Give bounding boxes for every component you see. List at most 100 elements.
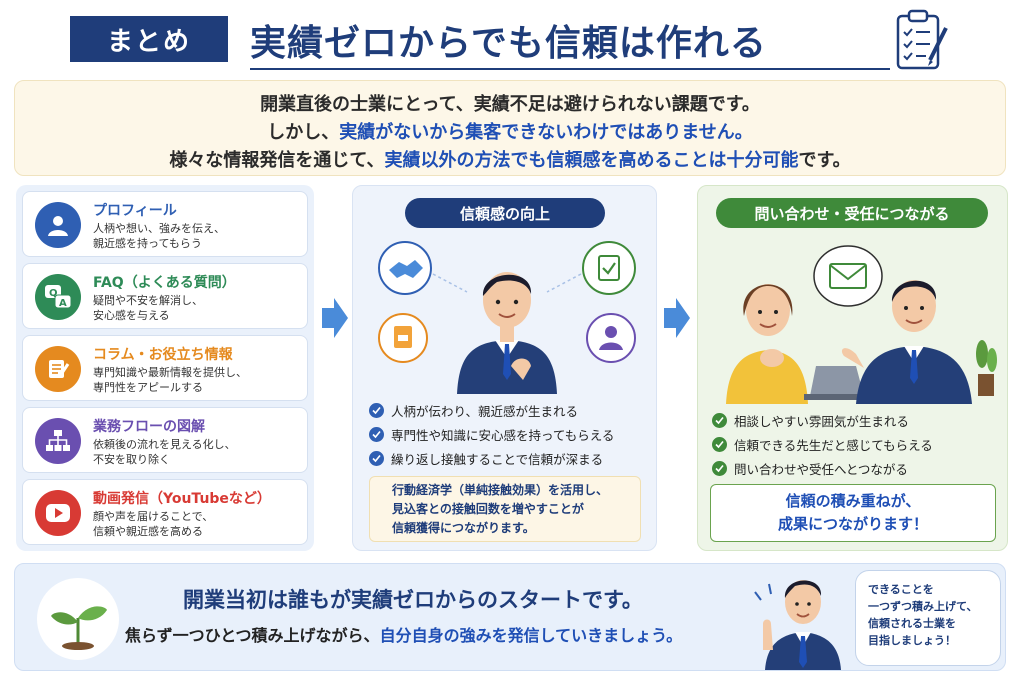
check-text: 繰り返し接触することで信頼が深まる	[391, 451, 604, 467]
method-title: FAQ（よくある質問）	[93, 275, 236, 291]
method-item-video: 動画発信（YouTubeなど） 顔や声を届けることで、信頼や親近感を高める	[22, 479, 308, 545]
arrow-right-icon	[322, 298, 348, 338]
method-item-column: コラム・お役立ち情報 専門知識や最新情報を提供し、専門性をアピールする	[22, 335, 308, 401]
inquiry-pill: 問い合わせ・受任につながる	[716, 198, 988, 228]
check-icon	[712, 460, 727, 476]
method-title: 動画発信（YouTubeなど）	[93, 491, 271, 507]
check-item: 相談しやすい雰囲気が生まれる	[712, 408, 933, 432]
method-title: コラム・お役立ち情報	[93, 347, 233, 363]
method-desc-line: 信頼や親近感を高める	[93, 525, 203, 538]
intro-line-1: 開業直後の士業にとって、実績不足は避けられない課題です。	[15, 91, 1005, 119]
trust-panel: 信頼感の向上	[352, 185, 657, 551]
method-desc-line: 不安を取り除く	[93, 453, 170, 466]
bubble-line: 目指しましょう！	[868, 634, 956, 647]
clipboard-checklist-icon	[896, 9, 948, 70]
method-desc: 疑問や不安を解消し、安心感を与える	[93, 293, 203, 323]
method-desc: 人柄や想い、強みを伝え、親近感を持ってもらう	[93, 221, 225, 251]
document-icon	[378, 313, 428, 363]
handshake-icon	[378, 241, 432, 295]
profile-user-icon	[35, 202, 81, 248]
note-line: 見込客との接触回数を増やすことが	[392, 502, 584, 516]
potted-plant-illustration	[976, 340, 997, 396]
check-icon	[712, 436, 727, 452]
intro-line-2-pre: しかし、	[267, 122, 340, 143]
method-desc-line: 安心感を与える	[93, 309, 170, 322]
check-text: 相談しやすい雰囲気が生まれる	[734, 413, 909, 429]
woman-client-illustration	[726, 284, 808, 404]
title-underline	[250, 68, 890, 70]
header: まとめ 実績ゼロからでも信頼は作れる	[70, 12, 890, 70]
businessman-illustration	[457, 272, 557, 394]
intro-line-3-post: です。	[798, 150, 851, 171]
behavioral-economics-note: 行動経済学（単純接触効果）を活用し、 見込客との接触回数を増やすことが 信頼獲得…	[369, 476, 641, 542]
check-item: 専門性や知識に安心感を持ってもらえる	[369, 422, 614, 446]
trust-checklist: 人柄が伝わり、親近感が生まれる 専門性や知識に安心感を持ってもらえる 繰り返し接…	[369, 398, 614, 470]
method-desc-line: 依頼後の流れを見える化し、	[93, 438, 236, 451]
sprout-icon	[37, 578, 119, 660]
svg-text:A: A	[59, 298, 67, 309]
person-icon	[586, 313, 636, 363]
closing-message-highlight: 自分自身の強みを発信していきましょう。	[379, 626, 683, 645]
method-title: プロフィール	[93, 203, 177, 219]
closing-message: 焦らず一つひとつ積み上げながら、自分自身の強みを発信していきましょう。	[125, 622, 682, 646]
svg-text:Q: Q	[49, 288, 58, 299]
method-desc-line: 顔や声を届けることで、	[93, 510, 214, 523]
check-text: 人柄が伝わり、親近感が生まれる	[391, 403, 579, 419]
page-title: 実績ゼロからでも信頼は作れる	[250, 23, 767, 64]
note-line: 行動経済学（単純接触効果）を活用し、	[392, 483, 609, 497]
intro-line-2: しかし、実績がないから集客できないわけではありません。	[15, 119, 1005, 147]
summary-badge: まとめ	[70, 16, 228, 62]
consultation-illustration	[726, 245, 997, 404]
check-text: 専門性や知識に安心感を持ってもらえる	[391, 427, 615, 443]
method-item-workflow: 業務フローの図解 依頼後の流れを見える化し、不安を取り除く	[22, 407, 308, 473]
check-icon	[712, 412, 727, 428]
trust-pill: 信頼感の向上	[405, 198, 605, 228]
workflow-diagram-icon	[35, 418, 81, 464]
check-text: 問い合わせや受任へとつながる	[734, 461, 908, 477]
mail-icon	[813, 245, 883, 307]
check-icon	[369, 402, 384, 418]
inquiry-panel: 問い合わせ・受任につながる	[697, 185, 1008, 551]
method-desc-line: 疑問や不安を解消し、	[93, 294, 203, 307]
note-line: 成果につながります！	[777, 515, 928, 533]
intro-line-3-pre: 様々な情報発信を通じて、	[169, 150, 385, 171]
pointing-businessman-illustration	[754, 580, 841, 670]
check-item: 繰り返し接触することで信頼が深まる	[369, 446, 614, 470]
method-desc: 専門知識や最新情報を提供し、専門性をアピールする	[93, 365, 247, 395]
inquiry-checklist: 相談しやすい雰囲気が生まれる 信頼できる先生だと感じてもらえる 問い合わせや受任…	[712, 408, 933, 480]
method-desc-line: 専門性をアピールする	[93, 381, 203, 394]
bubble-line: 一つずつ積み上げて、	[868, 600, 978, 613]
closing-banner: 開業当初は誰もが実績ゼロからのスタートです。 焦らず一つひとつ積み上げながら、自…	[14, 563, 1006, 671]
check-item: 問い合わせや受任へとつながる	[712, 456, 933, 480]
intro-line-3-highlight: 実績以外の方法でも信頼感を高めることは十分可能	[384, 150, 799, 171]
check-text: 信頼できる先生だと感じてもらえる	[734, 437, 933, 453]
method-desc: 依頼後の流れを見える化し、不安を取り除く	[93, 437, 236, 467]
laptop-illustration	[804, 366, 874, 400]
intro-line-3: 様々な情報発信を通じて、実績以外の方法でも信頼感を高めることは十分可能です。	[15, 147, 1005, 175]
closing-headline: 開業当初は誰もが実績ゼロからのスタートです。	[183, 588, 643, 612]
check-icon	[369, 426, 384, 442]
trust-illustration	[378, 241, 636, 394]
bubble-line: できることを	[868, 583, 934, 596]
closing-message-pre: 焦らず一つひとつ積み上げながら、	[125, 626, 380, 645]
note-line: 信頼獲得につながります。	[392, 521, 535, 535]
check-item: 信頼できる先生だと感じてもらえる	[712, 432, 933, 456]
checklist-icon	[582, 241, 636, 295]
method-desc-line: 人柄や想い、強みを伝え、	[93, 222, 225, 235]
check-item: 人柄が伝わり、親近感が生まれる	[369, 398, 614, 422]
businessman-advisor-illustration	[841, 280, 972, 404]
method-item-profile: プロフィール 人柄や想い、強みを伝え、親近感を持ってもらう	[22, 191, 308, 257]
intro-line-1-text: 開業直後の士業にとって、実績不足は避けられない課題です。	[260, 94, 760, 115]
method-title: 業務フローの図解	[93, 419, 205, 435]
check-icon	[369, 450, 384, 466]
bubble-line: 信頼される士業を	[868, 617, 956, 630]
video-play-icon	[35, 490, 81, 536]
method-desc-line: 専門知識や最新情報を提供し、	[93, 366, 247, 379]
results-note: 信頼の積み重ねが、 成果につながります！	[710, 484, 996, 542]
method-desc: 顔や声を届けることで、信頼や親近感を高める	[93, 509, 213, 539]
intro-line-2-highlight: 実績がないから集客できないわけではありません。	[339, 122, 753, 143]
speech-bubble: できることを 一つずつ積み上げて、 信頼される士業を 目指しましょう！	[855, 570, 1001, 666]
